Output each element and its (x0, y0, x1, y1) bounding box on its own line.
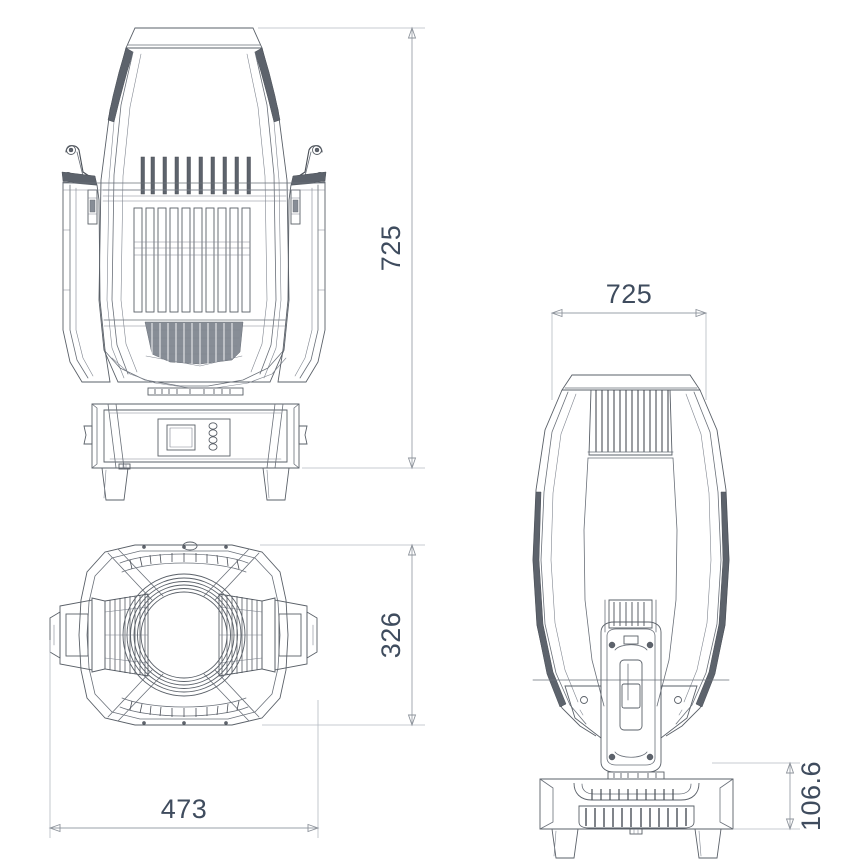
dim-height-725: 725 (258, 26, 425, 470)
side-lower-plates (532, 679, 730, 739)
base-buttons (208, 422, 218, 451)
dim-label-725-front: 725 (376, 225, 406, 272)
top-view-vent-arcs (119, 541, 249, 725)
top-view-lens-assembly (122, 573, 246, 697)
top-view (49, 541, 318, 726)
side-head-fins (583, 389, 678, 707)
dim-base-106-6: 106.6 (712, 761, 826, 831)
front-head-vent-grill (133, 207, 251, 313)
button-3[interactable] (208, 436, 218, 444)
dim-depth-326: 326 (260, 543, 425, 727)
dim-width-725-side: 725 (550, 279, 708, 400)
side-head-shells (532, 389, 730, 737)
dim-label-725-side: 725 (606, 279, 653, 309)
top-view-outer-frame (78, 544, 289, 726)
front-head-separators (102, 189, 287, 327)
dim-width-473: 473 (48, 640, 320, 838)
front-view (61, 27, 327, 501)
side-yoke-arm (600, 621, 662, 773)
front-head-upper-fins (140, 156, 251, 195)
lcd-display (166, 424, 196, 451)
top-view-corner-struts (107, 548, 260, 722)
front-yoke-arm-left (61, 145, 111, 383)
dim-label-326: 326 (376, 612, 406, 659)
side-view (532, 374, 734, 859)
front-neck-connector (147, 387, 244, 396)
front-base (83, 403, 308, 501)
side-head-top-cover (561, 374, 701, 391)
side-neck-connector (607, 771, 665, 780)
button-1[interactable] (208, 422, 218, 430)
front-yoke-arm-right (277, 145, 327, 383)
button-2[interactable] (208, 429, 218, 437)
dim-label-106-6: 106.6 (796, 761, 826, 831)
front-head-mesh-vent (144, 321, 244, 367)
front-head-top-cover (125, 27, 263, 49)
front-yoke-crossbeam (62, 182, 326, 191)
side-yoke-block (604, 599, 657, 633)
side-base (539, 778, 734, 859)
button-4[interactable] (208, 443, 218, 451)
top-view-heatsink-left (49, 593, 149, 677)
dim-label-473: 473 (161, 794, 208, 824)
